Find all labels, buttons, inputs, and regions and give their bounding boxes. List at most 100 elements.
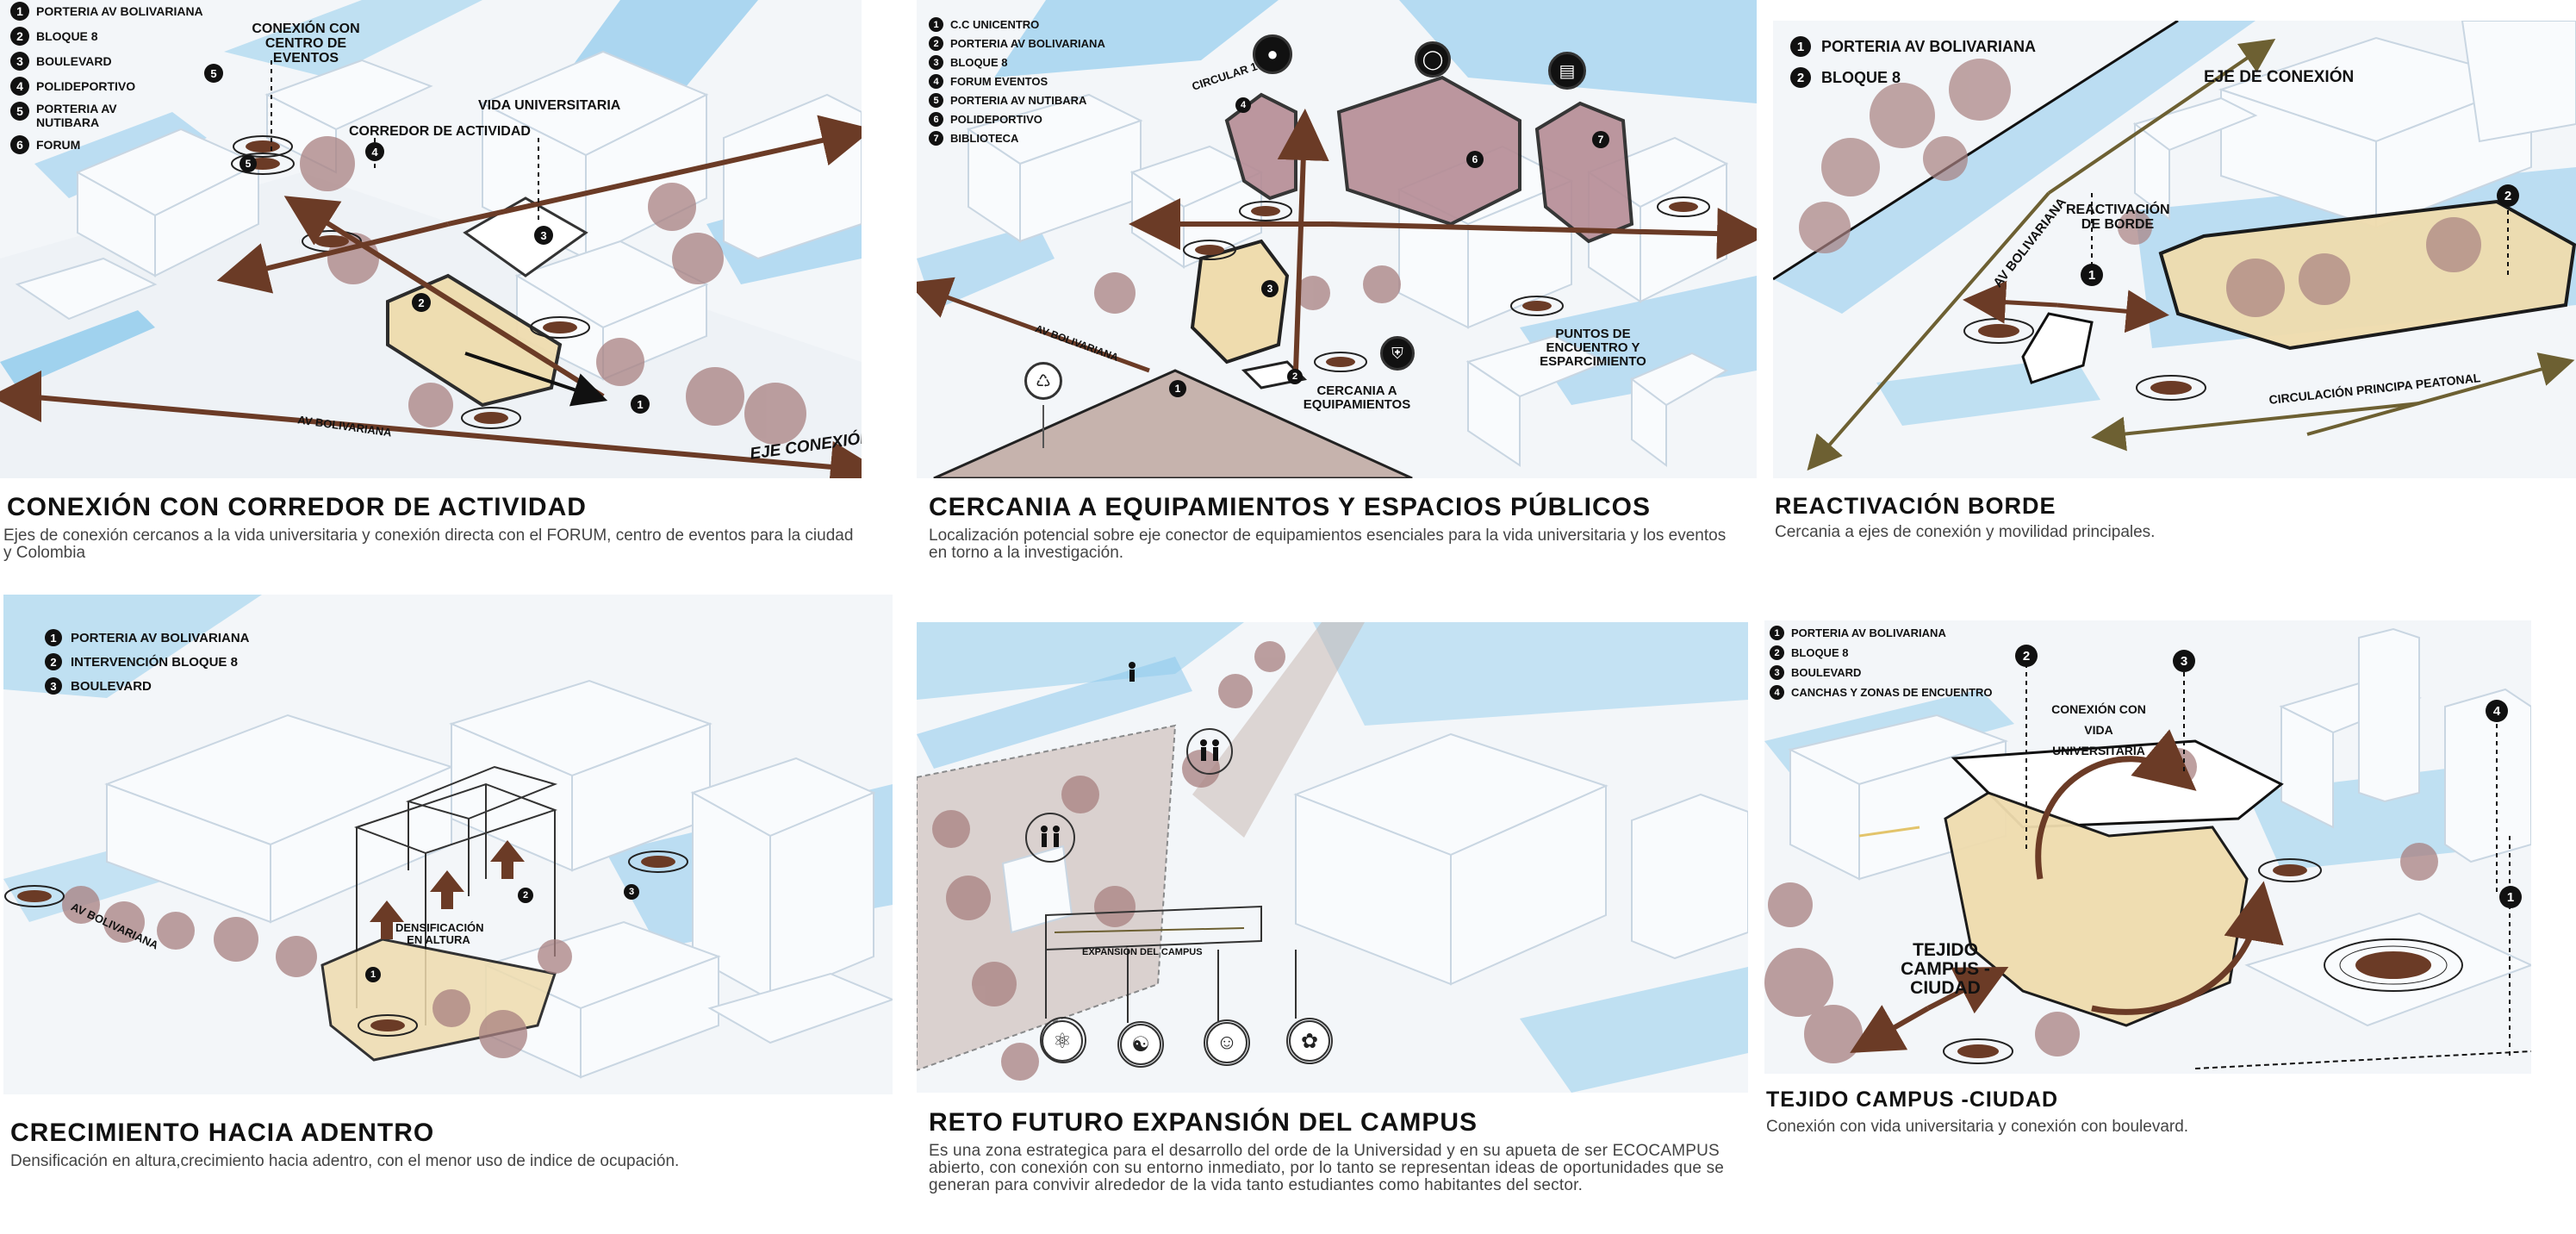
- legend-item: 4 FORUM EVENTOS: [929, 74, 1105, 89]
- legend-number: 2: [10, 27, 29, 46]
- legend-text: PORTERIA AV BOLIVARIANA: [1791, 626, 1946, 639]
- legend-item: 2 BLOQUE 8: [1770, 645, 1993, 660]
- panel-4-map: [3, 595, 893, 1094]
- theater-icon: ☺: [1206, 1022, 1248, 1063]
- panel-6-legend: 1 PORTERIA AV BOLIVARIANA 2 BLOQUE 8 3 BOUL…: [1770, 626, 1993, 700]
- legend-text: BOULEVARD: [36, 54, 112, 68]
- legend-number: 2: [929, 36, 943, 51]
- legend-number: 7: [929, 131, 943, 146]
- panel-3-illustration: 1 PORTERIA AV BOLIVARIANA 2 BLOQUE 8 EJE D…: [1773, 21, 2576, 478]
- label-eje-conexion: EJE DE CONEXIÓN: [2204, 68, 2355, 86]
- pin-7: 7: [1592, 131, 1609, 148]
- legend-text: BIBLIOTECA: [950, 132, 1019, 145]
- book-icon: ▤: [1548, 52, 1586, 90]
- legend-number: 1: [1770, 626, 1784, 640]
- legend-text: CANCHAS Y ZONAS DE ENCUENTRO: [1791, 686, 1993, 699]
- legend-number: 4: [1770, 685, 1784, 700]
- panel-3-map: [1773, 21, 2576, 478]
- legend-item: 5 PORTERIA AV NUTIBARA: [929, 93, 1105, 108]
- legend-number: 1: [929, 17, 943, 32]
- legend-item: 1 C.C UNICENTRO: [929, 17, 1105, 32]
- panel-4-description: Densificación en altura,crecimiento haci…: [10, 1152, 680, 1170]
- panel-5-title: RETO FUTURO EXPANSIÓN DEL CAMPUS: [929, 1108, 1478, 1137]
- legend-number: 3: [45, 677, 62, 695]
- legend-text: BLOQUE 8: [950, 56, 1008, 69]
- legend-number: 5: [10, 102, 29, 121]
- legend-text: BLOQUE 8: [1821, 68, 1901, 86]
- label-conexion-vida: CONEXIÓN CON VIDA UNIVERSITARIA: [2051, 702, 2146, 757]
- pin-5-b: 5: [240, 155, 257, 172]
- panel-6-title: TEJIDO CAMPUS -CIUDAD: [1766, 1088, 2059, 1112]
- pin-2: 2: [412, 293, 431, 312]
- legend-text: BOULEVARD: [71, 678, 152, 694]
- legend-text: BOULEVARD: [1791, 666, 1862, 679]
- legend-number: 2: [45, 653, 62, 670]
- panel-3-description: Cercania a ejes de conexión y movilidad …: [1775, 523, 2156, 541]
- panel-1-description: Ejes de conexión cercanos a la vida univ…: [3, 527, 854, 562]
- panel-2-description: Localización potencial sobre eje conecto…: [929, 527, 1727, 562]
- panel-6-description: Conexión con vida universitaria y conexi…: [1766, 1118, 2189, 1136]
- label-densificacion: DENSIFICACIÓN EN ALTURA: [395, 921, 484, 946]
- pin-4: 4: [2486, 700, 2508, 722]
- panel-6-map: [1764, 620, 2531, 1074]
- label-vida-universitaria: VIDA UNIVERSITARIA: [478, 98, 621, 113]
- people-icon: ●: [1253, 34, 1292, 74]
- legend-text: BLOQUE 8: [36, 29, 98, 43]
- label-expansion: EXPANSIÓN DEL CAMPUS: [1082, 947, 1203, 957]
- legend-text: FORUM EVENTOS: [950, 75, 1048, 88]
- pin-6: 6: [1466, 151, 1484, 168]
- legend-number: 1: [1790, 36, 1811, 57]
- legend-number: 4: [929, 74, 943, 89]
- panel-5-description: Es una zona estrategica para el desarrol…: [929, 1142, 1725, 1194]
- legend-number: 2: [1770, 645, 1784, 660]
- legend-number: 3: [10, 52, 29, 71]
- pin-5: 5: [204, 64, 223, 83]
- pin-3: 3: [2173, 650, 2195, 672]
- label-puntos: PUNTOS DE ENCUENTRO Y ESPARCIMIENTO: [1540, 327, 1646, 369]
- pin-4: 4: [1235, 97, 1251, 113]
- legend-text: POLIDEPORTIVO: [950, 113, 1042, 126]
- pin-1: 1: [2499, 886, 2522, 908]
- panel-2-title: CERCANIA A EQUIPAMIENTOS Y ESPACIOS PÚBL…: [929, 493, 1652, 521]
- legend-number: 3: [1770, 665, 1784, 680]
- pin-2: 2: [2015, 645, 2038, 667]
- legend-text: POLIDEPORTIVO: [36, 79, 136, 93]
- legend-text: C.C UNICENTRO: [950, 18, 1040, 31]
- pin-2: 2: [518, 888, 533, 903]
- legend-number: 1: [45, 629, 62, 646]
- legend-text: BLOQUE 8: [1791, 646, 1849, 659]
- legend-number: 1: [10, 2, 29, 21]
- legend-text: PORTERIA AV NUTIBARA: [950, 94, 1087, 107]
- pin-1: 1: [365, 967, 381, 982]
- food-icon: ⚛: [1042, 1020, 1083, 1062]
- panel-4-title: CRECIMIENTO HACIA ADENTRO: [10, 1119, 435, 1147]
- legend-text: PORTERIA AV BOLIVARIANA: [1821, 37, 2037, 55]
- legend-number: 5: [929, 93, 943, 108]
- label-tejido: TEJIDO CAMPUS -CIUDAD: [1901, 940, 1990, 999]
- legend-item: 7 BIBLIOTECA: [929, 131, 1105, 146]
- pin-2: 2: [2497, 184, 2519, 207]
- legend-number: 3: [929, 55, 943, 70]
- panel-2-map: [917, 0, 1757, 478]
- cart-icon: ♺: [1024, 362, 1062, 400]
- legend-item: 3 BLOQUE 8: [929, 55, 1105, 70]
- legend-item: 3 BOULEVARD: [10, 52, 203, 71]
- legend-item: 3 BOULEVARD: [45, 677, 250, 695]
- legend-item: 1 PORTERIA AV BOLIVARIANA: [1790, 36, 2036, 57]
- pin-3: 3: [1261, 280, 1279, 297]
